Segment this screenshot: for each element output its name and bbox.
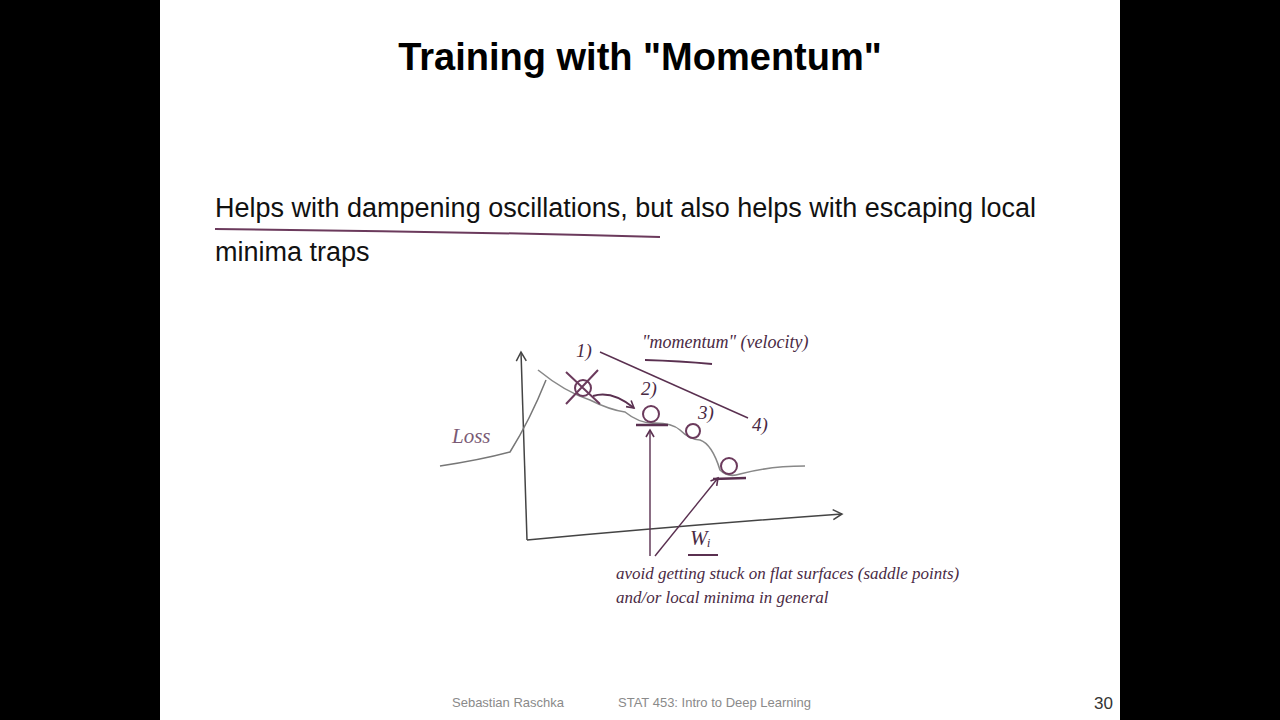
- page-number: 30: [1094, 694, 1113, 714]
- axis-label: Wᵢ: [690, 526, 711, 551]
- callout-number: 3): [698, 402, 714, 425]
- callout-number: 1): [576, 340, 592, 363]
- ball: [643, 406, 659, 422]
- underline: [215, 229, 660, 237]
- callout-number: 2): [641, 378, 657, 401]
- momentum-line: [600, 352, 748, 418]
- footer-text: STAT 453: Intro to Deep Learning: [618, 695, 811, 711]
- ball: [721, 458, 737, 474]
- x-axis: [527, 514, 842, 540]
- axis-label: Loss: [452, 424, 491, 449]
- body-text: Helps with dampening oscillations, but a…: [215, 186, 1095, 274]
- ball-underline: [636, 425, 746, 479]
- loss-curve: [538, 370, 805, 475]
- slide-title: Training with "Momentum": [160, 36, 1120, 79]
- y-axis: [521, 352, 527, 540]
- footer-text: Sebastian Raschka: [452, 695, 564, 711]
- handwritten-note: "momentum" (velocity): [642, 332, 809, 354]
- underline: [645, 360, 712, 364]
- underline: [688, 554, 718, 556]
- black-bar: [1120, 0, 1280, 720]
- pointer-arrow: [655, 478, 718, 556]
- motion-arrow: [593, 395, 634, 409]
- callout-number: 4): [752, 414, 768, 437]
- pointer-arrow: [649, 430, 650, 556]
- cross-mark: [566, 370, 600, 404]
- handwritten-note: avoid getting stuck on flat surfaces (sa…: [616, 562, 966, 610]
- ball: [686, 424, 700, 438]
- black-bar: [0, 0, 160, 720]
- leader-line: [440, 380, 546, 466]
